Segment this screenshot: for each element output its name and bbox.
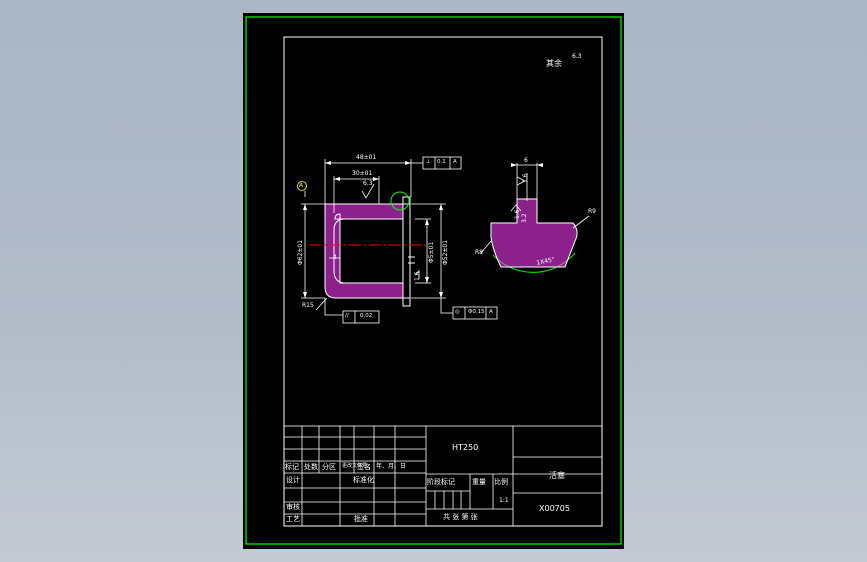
detail-roughness-2 — [510, 204, 522, 212]
tb-stage-label: 阶段标记 — [427, 478, 455, 486]
front-view — [297, 156, 498, 324]
dim-wall: 4 — [333, 254, 337, 261]
tb-header-1: 处数 — [304, 463, 318, 471]
fcf-parallel-tolerance: 0.02 — [360, 313, 373, 319]
tb-header-5: 年、月、日 — [376, 463, 407, 470]
tb-standardize-label: 标准化 — [353, 476, 374, 484]
tb-approve-label: 批准 — [354, 515, 368, 523]
outer-frame — [245, 16, 622, 545]
tb-header-4: 签名 — [357, 463, 371, 471]
fcf-perp-datum: A — [453, 159, 457, 165]
tb-sheets-text: 共 张 第 张 — [443, 513, 478, 521]
detail-view — [480, 163, 590, 273]
roughness-note-value: 6.3 — [572, 53, 582, 60]
fcf-runout-tolerance: Φ0.15 — [468, 309, 485, 315]
datum-a-circle — [297, 181, 307, 191]
detail-radius-left: R8 — [475, 249, 483, 256]
detail-roughness-1 — [516, 176, 526, 186]
fcf-perp-tolerance: 0.1 — [437, 159, 446, 165]
tb-part-name: 活塞 — [549, 471, 565, 480]
tb-header-2: 分区 — [322, 463, 336, 471]
fcf-runout-datum: A — [489, 309, 493, 315]
tb-header-0: 标记 — [285, 463, 299, 471]
roughness-symbol-top — [361, 183, 375, 199]
dim-right-inner: Φ5±01 — [428, 241, 435, 263]
tb-design-label: 设计 — [286, 476, 300, 484]
tb-process-label: 工艺 — [286, 515, 300, 523]
title-block — [283, 425, 603, 527]
dim-right-dia: Φ52±01 — [442, 239, 449, 265]
tb-scale-label: 比例 — [494, 478, 508, 486]
roughness-top-value: 6.3 — [363, 180, 373, 187]
tb-scale-value: 1:1 — [499, 497, 509, 504]
detail-section-hatch — [490, 198, 578, 268]
roughness-note-label: 其余 — [546, 59, 562, 68]
fcf-runout-frame — [440, 298, 498, 320]
detail-radius-right: R9 — [588, 208, 596, 215]
cup-inner-outline — [333, 218, 403, 284]
dim-outer-length: 48±01 — [356, 154, 377, 161]
datum-a-label: A — [299, 182, 304, 189]
cup-flange — [402, 196, 411, 307]
fcf-perp-frame — [422, 156, 462, 170]
dim-left-dia: Φ62±01 — [297, 239, 304, 265]
tb-review-label: 审核 — [286, 503, 300, 511]
radius-label: R15 — [302, 302, 314, 309]
detail-roughness-3: 3.2 — [521, 213, 528, 223]
tb-drawing-no: X00705 — [539, 504, 570, 513]
detail-circle — [390, 191, 410, 211]
detail-roughness-1: 1.6 — [522, 173, 529, 183]
tb-header-3: 更改文件号 — [342, 463, 368, 469]
tb-material: HT250 — [452, 443, 479, 452]
drawing-sheet: 其余 6.3 48±01 30±01 6.3 4 Φ62±01 Φ52±01 Φ… — [243, 13, 624, 549]
drawing-canvas — [245, 16, 622, 545]
detail-dim-width: 6 — [524, 157, 528, 164]
radius-leader — [315, 297, 328, 311]
roughness-right-value: 1.6 — [414, 271, 421, 281]
fcf-parallel-frame — [324, 298, 380, 324]
tb-weight-label: 重量 — [472, 478, 486, 486]
roughness-symbol-right — [414, 270, 420, 279]
dim-inner-length: 30±01 — [352, 170, 373, 177]
fcf-runout-symbol: ◎ — [455, 309, 460, 315]
cup-section-hatch — [324, 203, 404, 299]
fcf-perp-symbol: ⊥ — [426, 159, 431, 165]
fcf-parallel-symbol: // — [345, 313, 349, 319]
